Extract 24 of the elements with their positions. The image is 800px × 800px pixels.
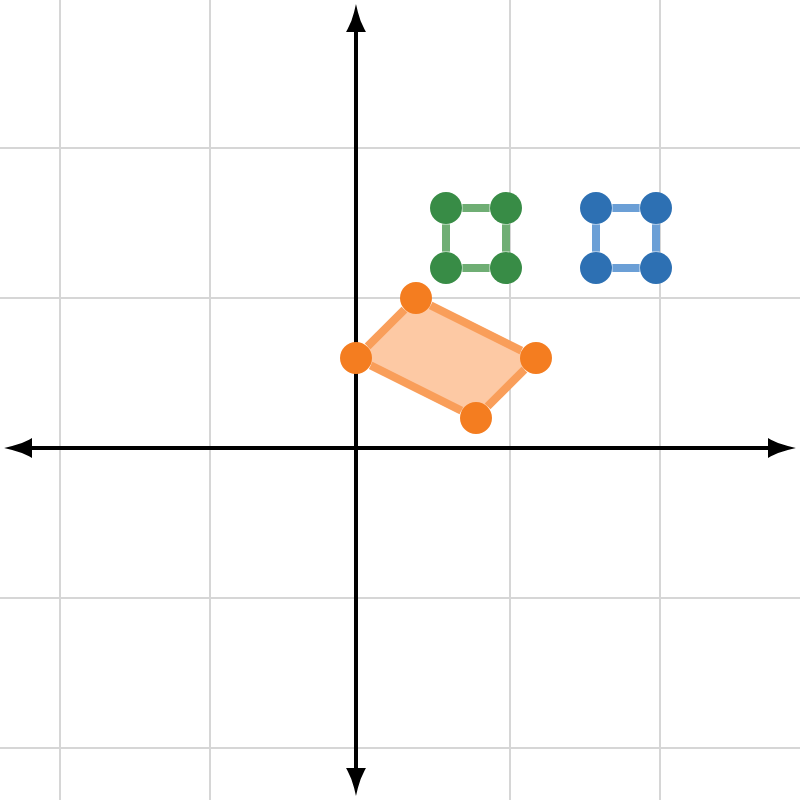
polygon-side (502, 224, 510, 252)
point-dot (400, 282, 432, 314)
polygon-side (484, 366, 528, 410)
polygon-side (428, 301, 524, 355)
point-dot (640, 192, 672, 224)
point-dot (430, 252, 462, 284)
polygon-side (652, 224, 660, 252)
point-dot (430, 192, 462, 224)
point-dot (490, 252, 522, 284)
point-dot (580, 252, 612, 284)
polygon-side (364, 306, 408, 350)
polygon-side (462, 204, 490, 212)
polygon-side (612, 204, 640, 212)
polygon-side (612, 264, 640, 272)
point-dot (340, 342, 372, 374)
point-dot (520, 342, 552, 374)
polygon-side (368, 361, 464, 415)
polygon-side (462, 264, 490, 272)
polygon-side (592, 224, 600, 252)
point-dot (640, 252, 672, 284)
point-dot (460, 402, 492, 434)
point-dot (580, 192, 612, 224)
point-dot (490, 192, 522, 224)
polygon-side (442, 224, 450, 252)
